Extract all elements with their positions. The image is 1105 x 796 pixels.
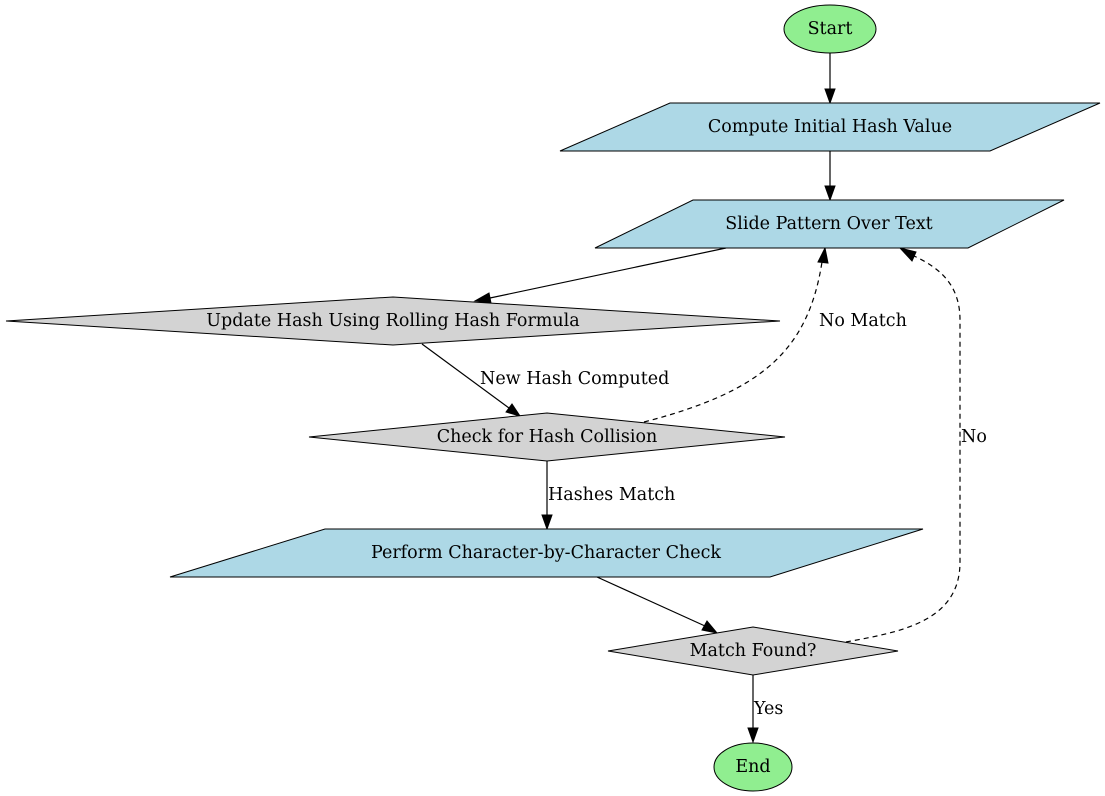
edge-label-hashes-match: Hashes Match [548,485,675,505]
arrowhead [747,727,759,744]
update-hash-label: Update Hash Using Rolling Hash Formula [206,311,579,331]
edge-compute-hash-to-slide-pattern [824,151,836,202]
start-label: Start [808,19,853,39]
update-hash-diamond [5,296,781,346]
node-slide-pattern: Slide Pattern Over Text [594,199,1065,249]
edge-slide-pattern-to-update-hash [473,247,727,304]
node-start: Start [783,4,877,54]
edge-start-to-compute-hash [824,53,836,105]
node-update-hash: Update Hash Using Rolling Hash Formula [5,296,781,346]
check-collision-label: Check for Hash Collision [437,427,658,447]
arrowhead [541,514,553,531]
end-ellipse [713,742,793,792]
edge-label-no: No [961,427,987,447]
edge-match-found-to-end: Yes [747,674,783,744]
check-collision-diamond [308,412,786,462]
slide-pattern-label: Slide Pattern Over Text [725,214,932,234]
node-match-found: Match Found? [607,626,899,676]
node-compute-initial-hash: Compute Initial Hash Value [559,102,1101,152]
edge-label-yes: Yes [753,699,783,719]
arrowhead [824,185,836,202]
compute-hash-parallelogram [559,102,1101,152]
compute-hash-label: Compute Initial Hash Value [708,117,952,137]
edges: New Hash Computed No Match Hashes Match … [421,53,987,744]
node-end: End [713,742,793,792]
arrowhead [701,620,719,634]
node-check-collision: Check for Hash Collision [308,412,786,462]
slide-pattern-parallelogram [594,199,1065,249]
arrowhead [898,247,917,262]
edge-match-found-to-slide-pattern: No [845,247,987,643]
start-ellipse [783,4,877,54]
edge-update-hash-to-check-collision: New Hash Computed [421,343,669,417]
char-check-label: Perform Character-by-Character Check [371,543,721,563]
arrowhead [505,403,522,417]
arrowhead [824,88,836,105]
node-char-check: Perform Character-by-Character Check [169,528,924,578]
arrowhead [473,292,492,304]
edge-check-collision-to-slide-pattern: No Match [643,246,907,423]
end-label: End [735,757,770,777]
nodes: Start Compute Initial Hash Value Slide P… [5,4,1101,792]
match-found-diamond [607,626,899,676]
match-found-label: Match Found? [690,641,817,661]
edge-check-collision-to-char-check: Hashes Match [541,461,675,531]
edge-label-new-hash-computed: New Hash Computed [480,369,669,389]
edge-label-no-match: No Match [819,311,907,331]
arrowhead [817,246,829,264]
char-check-parallelogram [169,528,924,578]
edge-char-check-to-match-found [596,576,719,634]
